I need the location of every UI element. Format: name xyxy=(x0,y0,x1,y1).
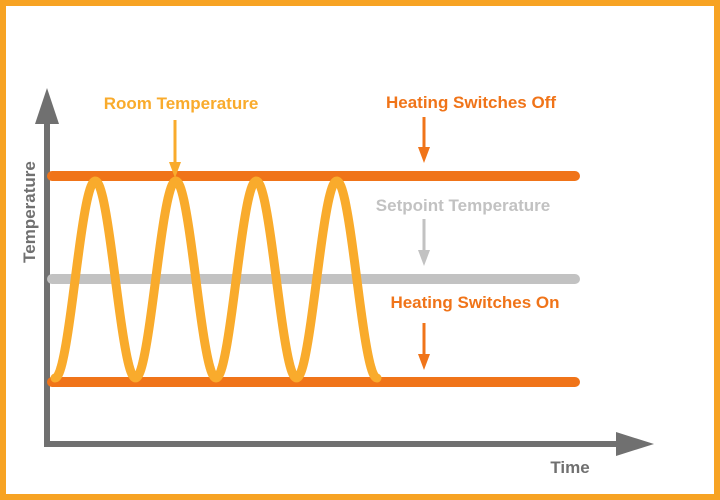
axes xyxy=(35,88,654,456)
room-temperature-arrow-icon xyxy=(169,120,181,178)
room-temperature-label: Room Temperature xyxy=(104,94,259,113)
x-axis-arrow-icon xyxy=(616,432,654,456)
y-axis-arrow-icon xyxy=(35,88,59,124)
setpoint-arrow-icon xyxy=(418,219,430,266)
y-axis-label: Temperature xyxy=(20,161,39,263)
heating-on-arrow-icon xyxy=(418,323,430,370)
heating-off-arrow-icon xyxy=(418,117,430,163)
heating-off-label: Heating Switches Off xyxy=(386,93,556,112)
x-axis-label: Time xyxy=(550,458,589,477)
room-temperature-wave xyxy=(50,176,382,383)
heating-on-label: Heating Switches On xyxy=(390,293,559,312)
setpoint-label: Setpoint Temperature xyxy=(376,196,550,215)
